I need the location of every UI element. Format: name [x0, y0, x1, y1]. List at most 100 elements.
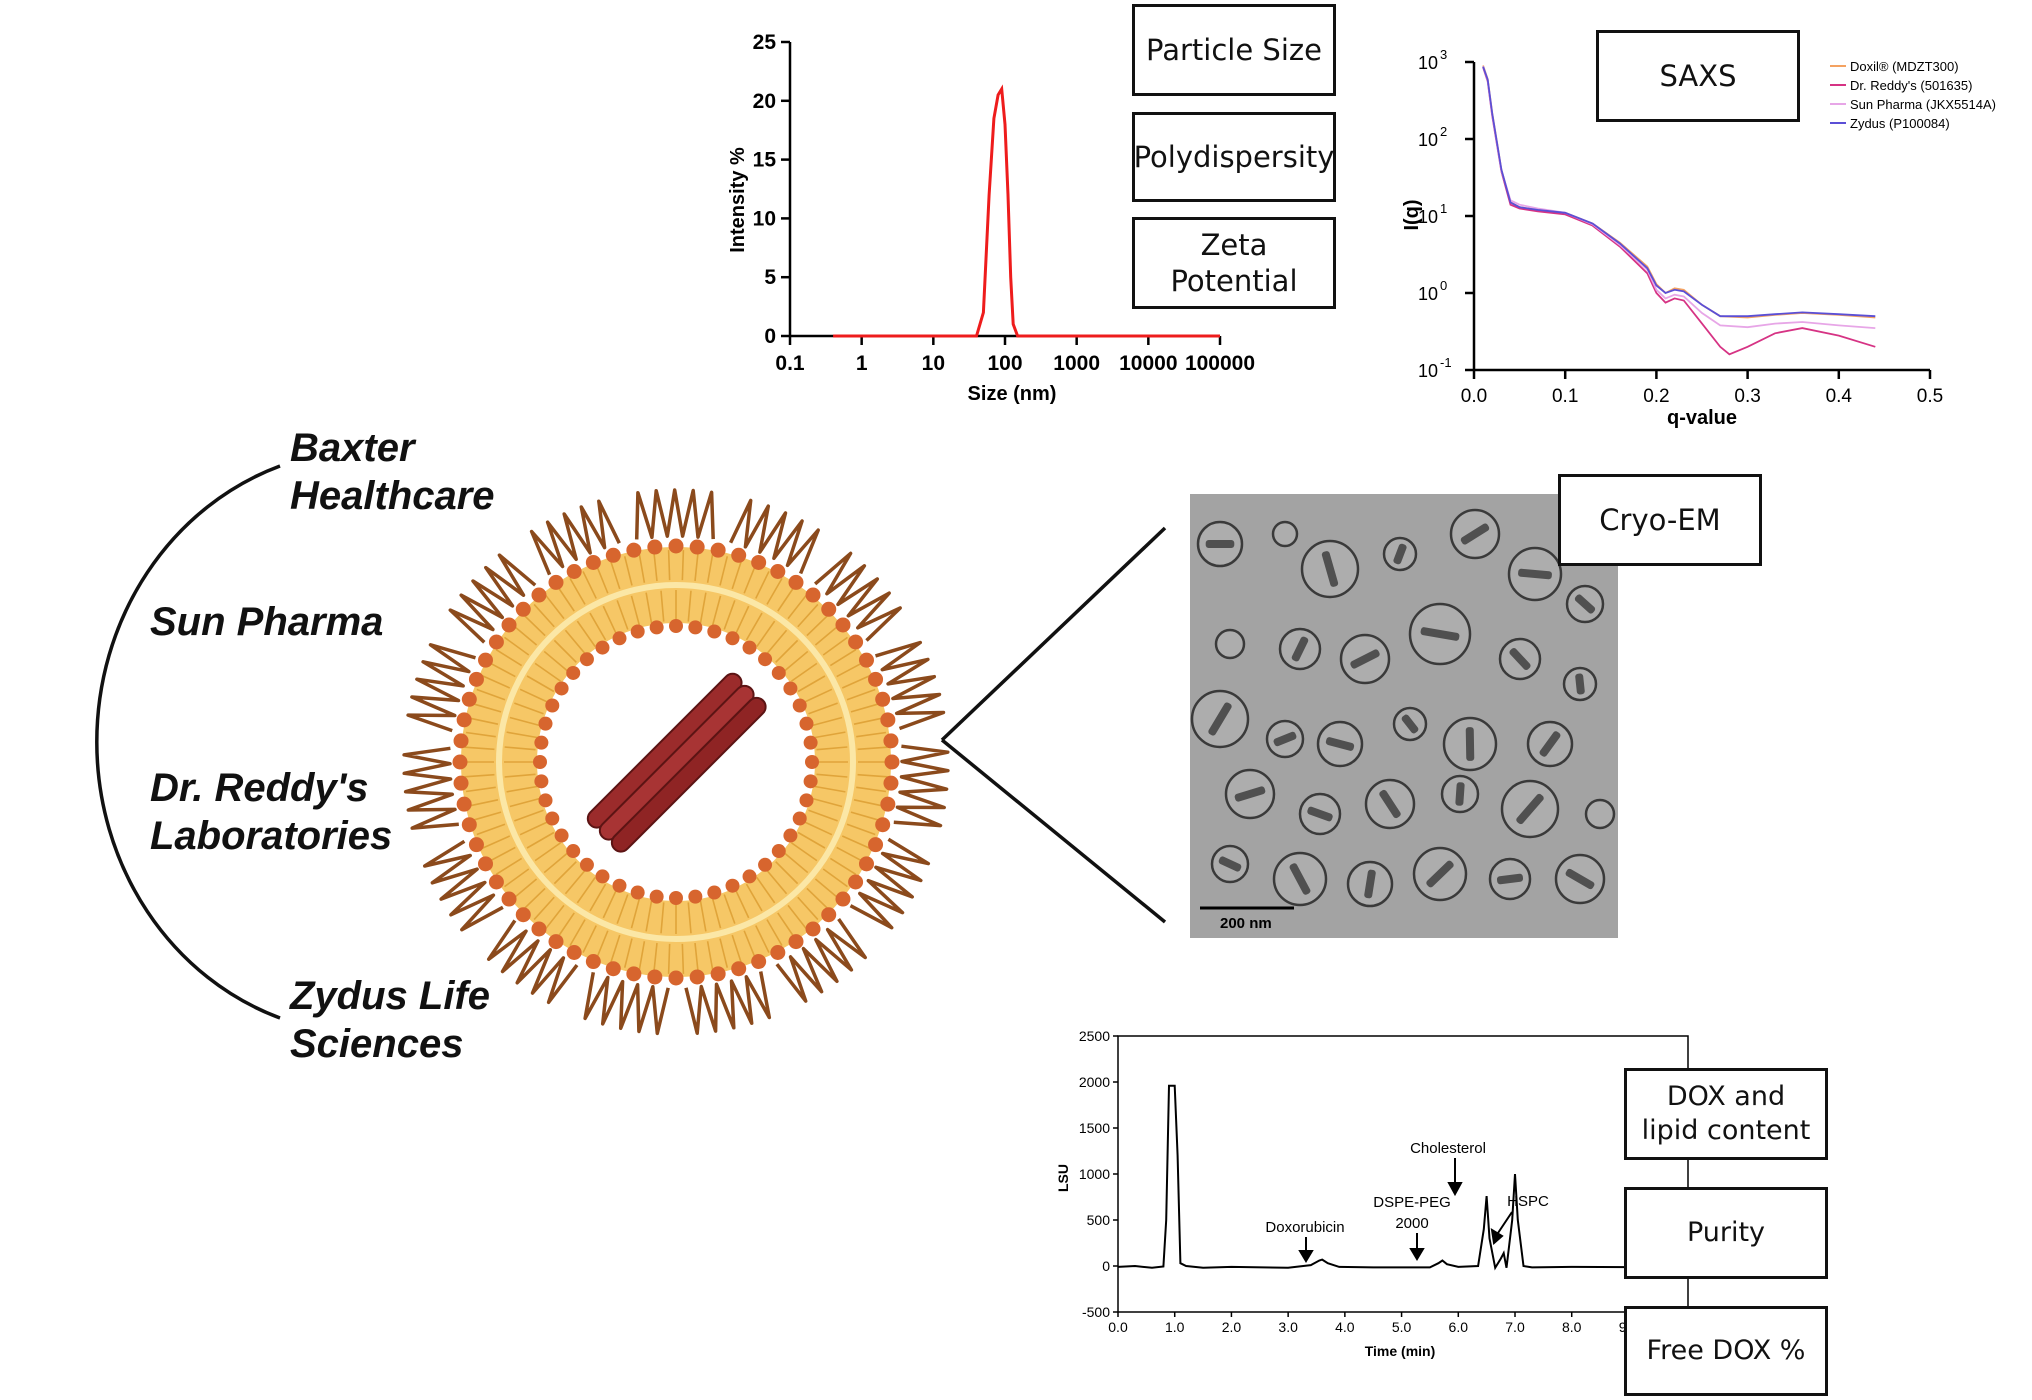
saxs-x-tick-label: 0.1: [1552, 386, 1578, 407]
lipid-tail: [482, 835, 511, 849]
zeta-potential-box[interactable]: Zeta Potential: [1132, 217, 1336, 309]
lipid-head: [515, 601, 531, 617]
lipid-tail: [553, 639, 577, 663]
saxs-box[interactable]: SAXS: [1596, 30, 1800, 122]
lipid-tail: [513, 625, 538, 646]
saxs-x-tick-label: 0.5: [1917, 386, 1943, 407]
saxs-label: SAXS: [1659, 58, 1737, 93]
lipid-tail: [787, 594, 808, 620]
lipid-tail: [609, 560, 621, 590]
dls-x-tick-label: 100: [987, 352, 1022, 375]
purity-box[interactable]: Purity: [1624, 1187, 1828, 1279]
lipid-tail: [534, 662, 561, 682]
hplc-x-tick-label: 4.0: [1335, 1319, 1355, 1335]
peg-chain: [874, 640, 946, 731]
hplc-x-tick-label: 2.0: [1222, 1319, 1242, 1335]
lipid-tail: [706, 941, 714, 971]
lipid-tail: [811, 797, 843, 808]
dox-lipid-content-box[interactable]: DOX and lipid content: [1624, 1068, 1828, 1160]
lipid-tail: [660, 902, 665, 934]
peg-chain: [448, 553, 537, 644]
lipid-tail: [731, 560, 743, 590]
drug-crystal-rod: [1426, 860, 1454, 888]
lipid-head: [883, 775, 899, 791]
lipid-tail: [836, 661, 864, 678]
lipid-tail: [595, 930, 609, 959]
dls-y-tick-label: 20: [753, 90, 776, 113]
lipid-head: [585, 954, 601, 970]
zeta-potential-label: Zeta Potential: [1170, 227, 1298, 298]
lipid-tail: [576, 877, 596, 904]
lipid-tail: [514, 702, 544, 715]
dls-y-tick-label: 25: [753, 31, 777, 54]
lipid-head: [771, 844, 786, 859]
polydispersity-box[interactable]: Polydispersity: [1132, 112, 1336, 202]
lipid-head: [538, 716, 553, 731]
lipid-heads: [452, 538, 900, 986]
lipid-head: [783, 681, 798, 696]
lipid-tail: [660, 590, 665, 622]
lipid-head: [605, 547, 621, 563]
lipid-tail: [602, 605, 618, 635]
lipid-tail: [841, 675, 870, 689]
cryo-em-box[interactable]: Cryo-EM: [1558, 474, 1762, 566]
lipid-tail: [822, 636, 848, 656]
company-zydus: Zydus Life Sciences: [290, 972, 490, 1068]
lipid-head: [456, 796, 472, 812]
lipid-head: [554, 681, 569, 696]
lipid-head: [710, 966, 726, 982]
drug-crystal-rod: [1291, 636, 1309, 662]
lipid-tail: [797, 831, 826, 849]
lipid-tail: [853, 717, 884, 725]
hplc-series-line: [1117, 1084, 1686, 1271]
lipid-tail: [645, 592, 653, 624]
hplc-y-tick-label: 1000: [1079, 1166, 1110, 1182]
lipid-tail: [533, 603, 555, 628]
lipid-tail: [653, 551, 658, 582]
peg-chain: [729, 498, 820, 575]
dls-y-label: Intensity %: [727, 147, 749, 253]
lipid-tail: [582, 571, 597, 599]
lipid-head: [788, 934, 804, 950]
hplc-frame: [1117, 1035, 1689, 1313]
lipid-head: [688, 889, 703, 904]
annotation-arrows: [1298, 1158, 1513, 1263]
lipid-tail: [595, 565, 609, 594]
lipid-head: [805, 755, 819, 769]
free-dox-box[interactable]: Free DOX %: [1624, 1306, 1828, 1396]
peg-chain: [813, 551, 902, 642]
saxs-legend-label: Zydus (P100084): [1850, 116, 1950, 131]
lipid-head: [835, 891, 851, 907]
lipid-head: [788, 574, 804, 590]
lipid-head: [751, 954, 767, 970]
dls-x-tick-label: 0.1: [775, 352, 805, 375]
company-sun-line: Sun Pharma: [150, 600, 384, 644]
dls-x-label: Size (nm): [968, 383, 1057, 405]
drug-crystal-rod: [1364, 869, 1376, 899]
lipid-tail: [506, 785, 538, 793]
lipid-head: [803, 774, 818, 789]
lipid-head: [770, 944, 786, 960]
lipid-tail: [791, 842, 818, 862]
peg-chain: [684, 971, 772, 1035]
lipid-tail: [719, 556, 729, 586]
lipid-tail: [814, 731, 846, 739]
lipid-tail: [755, 925, 770, 953]
lipid-head: [501, 617, 517, 633]
saxs-y-tick-exponent: -1: [1440, 355, 1452, 370]
lipid-tail: [616, 894, 629, 924]
lipid-head: [725, 878, 740, 893]
lipid-head: [649, 620, 664, 635]
lipid-head: [461, 817, 477, 833]
lipid-tail: [731, 934, 743, 964]
lipid-head: [647, 539, 663, 555]
lipid-tail: [522, 887, 546, 910]
lipid-tail: [465, 731, 496, 738]
lipid-tail: [667, 550, 671, 581]
lipid-tail: [509, 797, 541, 808]
dls-y-tick-label: 0: [764, 325, 776, 348]
company-reddy-line2: Laboratories: [150, 814, 393, 858]
particle-size-box[interactable]: Particle Size: [1132, 4, 1336, 96]
lipid-tail: [576, 620, 596, 647]
